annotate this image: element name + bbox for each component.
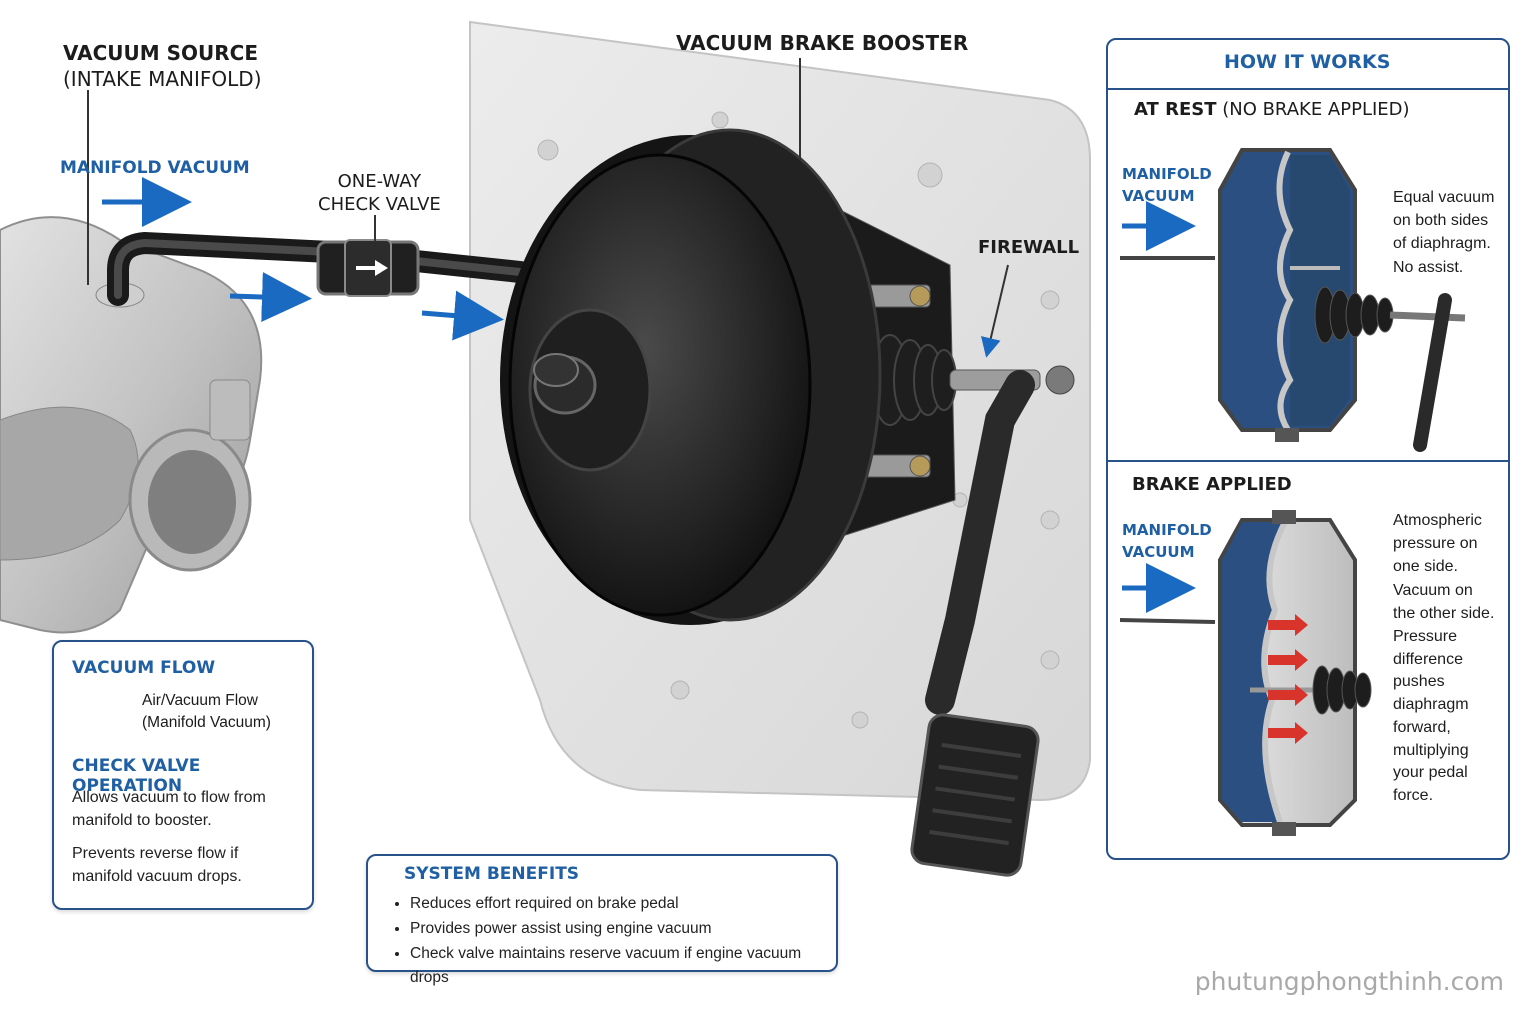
vacuum-source-line1: VACUUM SOURCE: [63, 41, 259, 65]
applied-desc-line: pushes: [1393, 673, 1445, 691]
rest-desc-line: on both sides: [1393, 212, 1489, 230]
rest-description: Equal vacuum on both sides of diaphragm.…: [1393, 186, 1494, 279]
how-it-works-mid-divider: [1108, 460, 1508, 462]
flow-line2: (Manifold Vacuum): [142, 714, 271, 732]
applied-desc-line: force.: [1393, 787, 1434, 805]
applied-desc-line: Vacuum on: [1393, 581, 1473, 599]
applied-manifold-vacuum-label: MANIFOLD VACUUM: [1122, 520, 1212, 564]
check-valve-operation-title: CHECK VALVE OPERATION: [72, 756, 201, 796]
applied-desc-line: forward,: [1393, 718, 1451, 736]
applied-mv-line1: MANIFOLD: [1122, 521, 1212, 539]
vacuum-flow-title: VACUUM FLOW: [72, 658, 216, 678]
rest-desc-line: Equal vacuum: [1393, 189, 1495, 206]
vacuum-source-line2: (INTAKE MANIFOLD): [63, 67, 262, 91]
benefits-list: Reduces effort required on brake pedal P…: [390, 892, 822, 991]
rest-desc-line: of diaphragm.: [1393, 235, 1491, 253]
brake-applied-title: BRAKE APPLIED: [1132, 474, 1292, 495]
at-rest-title: AT REST (NO BRAKE APPLIED): [1134, 99, 1410, 120]
flow-legend-text: Air/Vacuum Flow (Manifold Vacuum): [142, 690, 271, 735]
legend-box: VACUUM FLOW Air/Vacuum Flow (Manifold Va…: [52, 640, 314, 910]
at-rest-bold: AT REST: [1134, 99, 1217, 120]
vacuum-source-label: VACUUM SOURCE (INTAKE MANIFOLD): [63, 40, 262, 92]
booster-label: VACUUM BRAKE BOOSTER: [676, 31, 969, 55]
at-rest-paren: (NO BRAKE APPLIED): [1216, 99, 1410, 120]
applied-desc-line: multiplying: [1393, 741, 1469, 759]
flow-line1: Air/Vacuum Flow: [142, 692, 258, 709]
applied-desc-line: diaphragm: [1393, 696, 1469, 714]
system-benefits-box: SYSTEM BENEFITS Reduces effort required …: [366, 854, 838, 986]
applied-desc-line: pressure on: [1393, 535, 1478, 553]
applied-description-a: Atmospheric pressure on one side. Vacuum…: [1393, 509, 1494, 625]
benefit-item: Reduces effort required on brake pedal: [410, 892, 822, 917]
applied-desc-line: Pressure: [1393, 628, 1458, 645]
check-valve-line2: CHECK VALVE: [318, 194, 441, 216]
rest-mv-line2: VACUUM: [1122, 186, 1195, 205]
op1-line1: Allows vacuum to flow from: [72, 789, 266, 806]
how-it-works-title: HOW IT WORKS: [1224, 51, 1391, 73]
how-it-works-header-divider: [1108, 88, 1508, 90]
check-valve-op1: Allows vacuum to flow from manifold to b…: [72, 786, 266, 832]
op2-line2: manifold vacuum drops.: [72, 868, 242, 886]
manifold-vacuum-label: MANIFOLD VACUUM: [60, 158, 250, 178]
check-valve-label: ONE-WAY CHECK VALVE: [318, 170, 441, 217]
benefit-item: Provides power assist using engine vacuu…: [410, 917, 822, 942]
firewall-label: FIREWALL: [978, 237, 1080, 258]
rest-manifold-vacuum-label: MANIFOLD VACUUM: [1122, 164, 1212, 208]
how-it-works-panel: [1106, 38, 1510, 860]
benefit-item: Check valve maintains reserve vacuum if …: [410, 942, 822, 992]
applied-desc-line: one side.: [1393, 558, 1458, 576]
applied-desc-line: Atmospheric: [1393, 512, 1482, 529]
applied-desc-line: the other side.: [1393, 604, 1495, 622]
system-benefits-title: SYSTEM BENEFITS: [404, 864, 580, 884]
op1-line2: manifold to booster.: [72, 812, 212, 830]
op2-line1: Prevents reverse flow if: [72, 845, 239, 862]
rest-desc-line: No assist.: [1393, 258, 1464, 276]
applied-desc-line: your pedal: [1393, 764, 1468, 782]
rest-mv-line1: MANIFOLD: [1122, 165, 1212, 183]
applied-desc-line: difference: [1393, 650, 1463, 668]
watermark: phutungphongthinh.com: [1194, 967, 1504, 996]
check-valve-op2: Prevents reverse flow if manifold vacuum…: [72, 842, 242, 888]
check-valve-line1: ONE-WAY: [337, 171, 422, 192]
applied-mv-line2: VACUUM: [1122, 542, 1195, 561]
applied-description-b: Pressure difference pushes diaphragm for…: [1393, 626, 1469, 808]
